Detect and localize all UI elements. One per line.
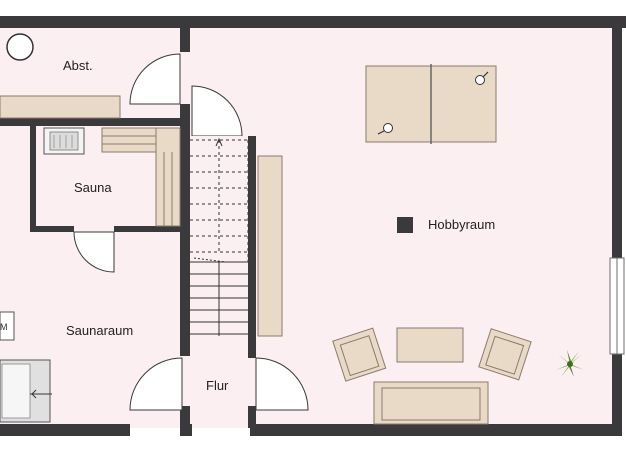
paddle-icon [377,123,393,135]
plant-icon [556,350,584,377]
room-label-abst: Abst. [63,58,93,73]
fixture-letter: M [0,322,8,332]
table-tennis-table [365,64,497,144]
armchair-left [332,327,387,382]
floor-area [0,20,618,428]
room-label-flur: Flur [206,378,229,393]
doors [73,53,309,411]
armchair-right [478,328,532,381]
stair-board [257,155,283,337]
washing-machine: M [0,311,15,341]
paddle-icon [475,71,489,85]
sofa [373,381,489,425]
sauna-bench [101,127,181,227]
coffee-table [396,327,464,363]
walls [0,16,626,436]
shower-tub [0,359,52,423]
staircase [190,136,249,336]
pillar [397,217,413,233]
window [609,257,625,355]
room-label-saunaraum: Saunaraum [66,323,133,338]
room-label-hobbyraum: Hobbyraum [428,217,495,232]
sauna-heater [43,127,85,155]
boiler-icon [6,33,34,61]
storage-shelf [0,95,121,119]
room-label-sauna: Sauna [74,180,112,195]
